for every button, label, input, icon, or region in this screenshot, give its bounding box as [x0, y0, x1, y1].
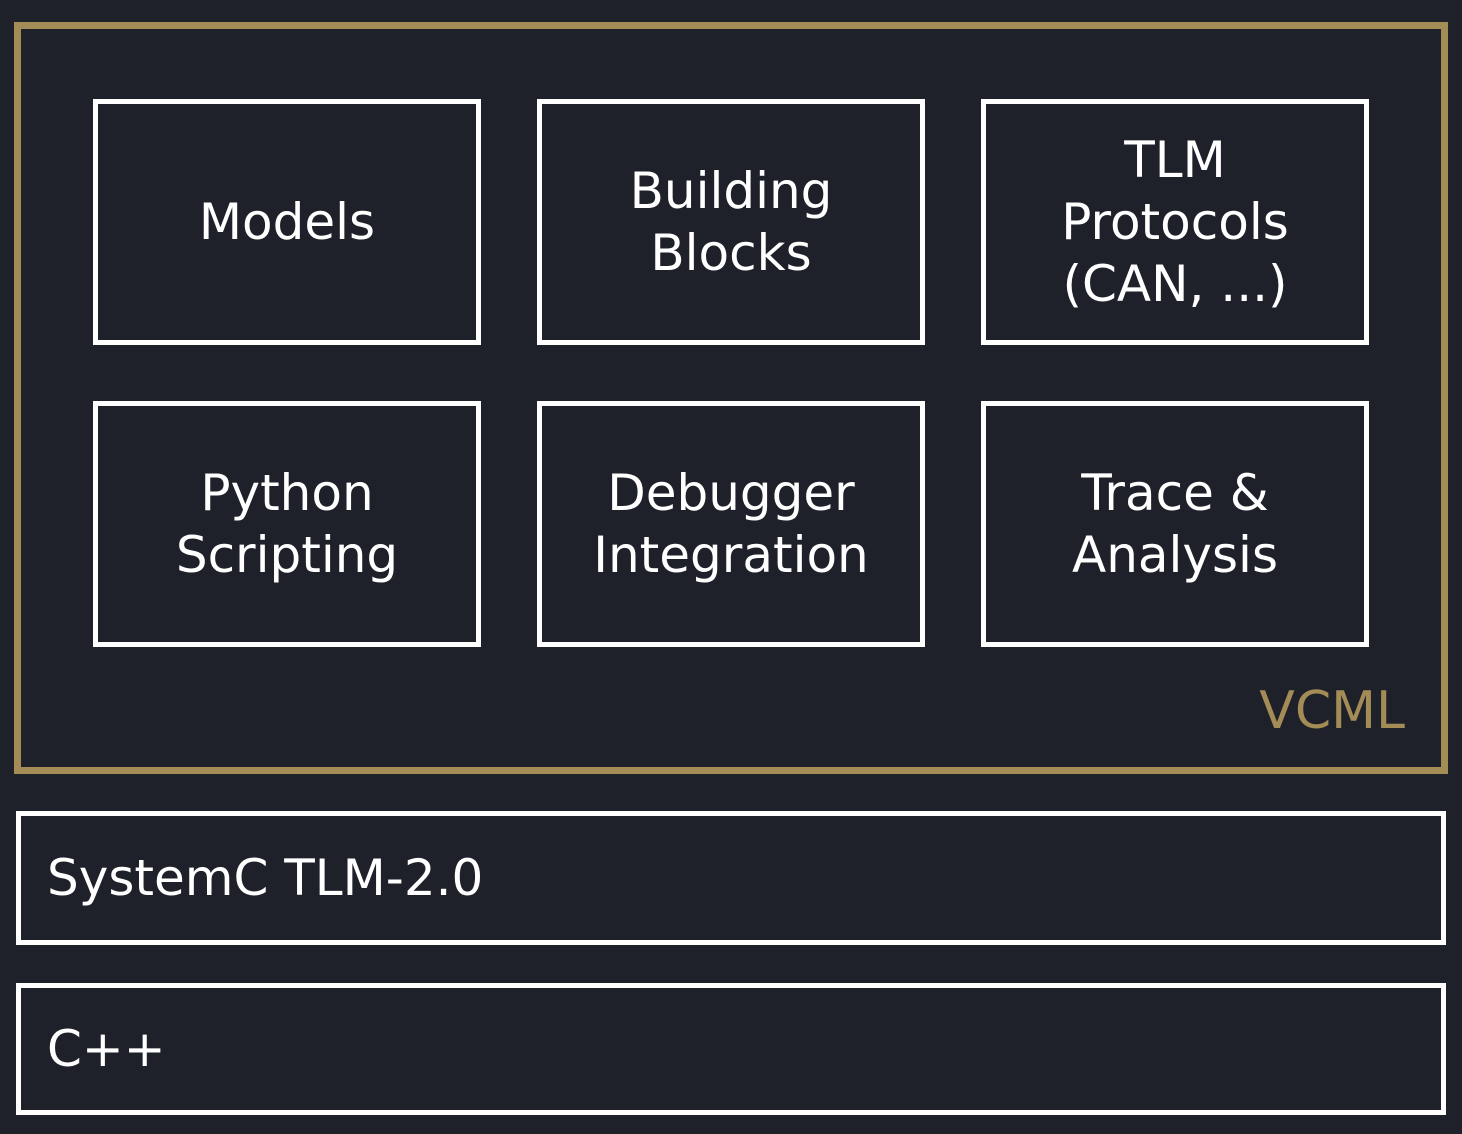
module-debugger-integration: Debugger Integration [537, 401, 925, 647]
module-python-scripting: Python Scripting [93, 401, 481, 647]
module-trace-analysis: Trace & Analysis [981, 401, 1369, 647]
layer-systemc-tlm: SystemC TLM-2.0 [16, 811, 1446, 945]
module-models: Models [93, 99, 481, 345]
module-building-blocks: Building Blocks [537, 99, 925, 345]
module-tlm-protocols: TLM Protocols (CAN, ...) [981, 99, 1369, 345]
vcml-label: VCML [1259, 681, 1405, 741]
layer-cpp: C++ [16, 983, 1446, 1115]
vcml-container: VCML [14, 22, 1448, 774]
